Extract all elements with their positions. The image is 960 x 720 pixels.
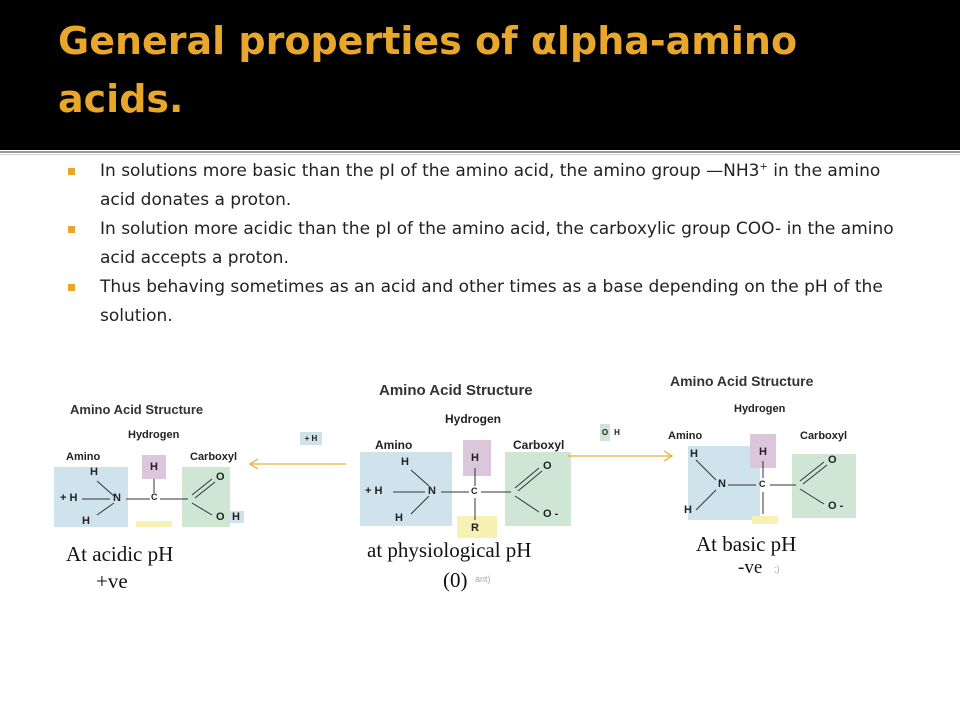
atom-h: H (401, 456, 409, 468)
atom-n: N (428, 485, 436, 497)
atom-plus-h: + H (365, 485, 383, 497)
amino-label: Amino (668, 430, 703, 442)
caption-acidic: At acidic pH (66, 542, 174, 566)
atom-h: H (759, 446, 767, 458)
amino-group-box (360, 452, 452, 526)
charge-basic: -ve (738, 557, 763, 578)
bullet-item-2: In solution more acidic than the pI of t… (64, 215, 914, 272)
atom-c: C (471, 486, 478, 496)
atom-n: N (113, 492, 121, 504)
atom-o-minus: O - (828, 500, 844, 512)
atom-o: O (216, 511, 225, 523)
atom-o-minus: O - (543, 508, 559, 520)
hydrogen-label: Hydrogen (445, 412, 502, 426)
bond-lines (695, 459, 828, 514)
atom-h: H (232, 511, 240, 523)
bond-lines (82, 478, 216, 516)
atom-h: H (90, 466, 98, 478)
superscript: + (759, 161, 768, 173)
title-bar: General properties of αlpha-amino acids. (0, 0, 960, 150)
amino-group-box (688, 446, 760, 520)
atom-o: O (828, 454, 837, 466)
bullet-text: Thus behaving sometimes as an acid and o… (100, 277, 883, 326)
atom-h: H (82, 515, 90, 527)
faint-text: ;) (774, 564, 780, 574)
hydrogen-label: Hydrogen (128, 429, 180, 441)
charge-acidic: +ve (96, 569, 128, 593)
atom-c: C (759, 479, 766, 489)
amino-label: Amino (66, 451, 101, 463)
atom-h: H (395, 512, 403, 524)
atom-c: C (151, 492, 158, 502)
bullet-text: In solution more acidic than the pI of t… (100, 219, 894, 268)
r-group-box (752, 516, 778, 524)
proton-tag-o: O (600, 424, 610, 441)
r-group-box (136, 521, 172, 527)
panel-title: Amino Acid Structure (670, 373, 814, 389)
bullet-text-cont: in the amino acid donates a proton. (100, 161, 881, 210)
divider-line (0, 151, 960, 153)
carboxyl-box (505, 452, 571, 526)
carboxyl-label: Carboxyl (513, 438, 565, 452)
amino-group-box (54, 467, 128, 527)
atom-h: H (684, 504, 692, 516)
arrow-right (568, 450, 674, 462)
atom-o: O (216, 471, 225, 483)
charge-physiological: (0) (443, 568, 468, 592)
bullet-item-1: In solutions more basic than the pI of t… (64, 157, 914, 214)
slide-title: General properties of αlpha-amino acids. (58, 19, 798, 121)
proton-tag-left: + H (300, 432, 322, 445)
r-group-box (457, 516, 497, 538)
atom-h: H (471, 452, 479, 464)
divider-line-thin (0, 154, 960, 155)
bullet-list: In solutions more basic than the pI of t… (64, 157, 914, 331)
caption-basic: At basic pH (696, 532, 797, 556)
caption-physiological: at physiological pH (367, 538, 532, 562)
bond-lines (393, 467, 543, 520)
amino-label: Amino (375, 438, 413, 452)
panel-title: Amino Acid Structure (70, 402, 204, 417)
bullet-square-icon (68, 168, 75, 175)
carboxyl-label: Carboxyl (800, 430, 848, 442)
atom-h: H (150, 461, 158, 473)
bullet-item-3: Thus behaving sometimes as an acid and o… (64, 273, 914, 330)
carboxyl-h-box (230, 511, 244, 523)
carboxyl-box (182, 467, 230, 527)
arrow-left (248, 458, 346, 470)
bullet-square-icon (68, 226, 75, 233)
atom-plus-h: + H (60, 492, 78, 504)
atom-o: O (543, 460, 552, 472)
acidic-structure-panel: Amino Acid Structure Hydrogen Amino Carb… (52, 395, 272, 605)
hydrogen-box (142, 455, 166, 479)
atom-n: N (718, 478, 726, 490)
atom-h: H (690, 448, 698, 460)
proton-tag-h: H (611, 424, 623, 441)
hydrogen-box (463, 440, 491, 476)
carboxyl-box (792, 454, 856, 518)
panel-title: Amino Acid Structure (379, 382, 533, 399)
basic-structure-panel: Amino Acid Structure Hydrogen Amino Carb… (660, 364, 870, 594)
physiological-structure-panel: Amino Acid Structure Hydrogen Amino Carb… (355, 372, 571, 602)
bullet-text: In solutions more basic than the pI of t… (100, 161, 760, 181)
bullet-square-icon (68, 284, 75, 291)
carboxyl-label: Carboxyl (190, 451, 238, 463)
faint-text: ant) (475, 574, 491, 584)
atom-r: R (471, 522, 479, 534)
hydrogen-label: Hydrogen (734, 403, 786, 415)
